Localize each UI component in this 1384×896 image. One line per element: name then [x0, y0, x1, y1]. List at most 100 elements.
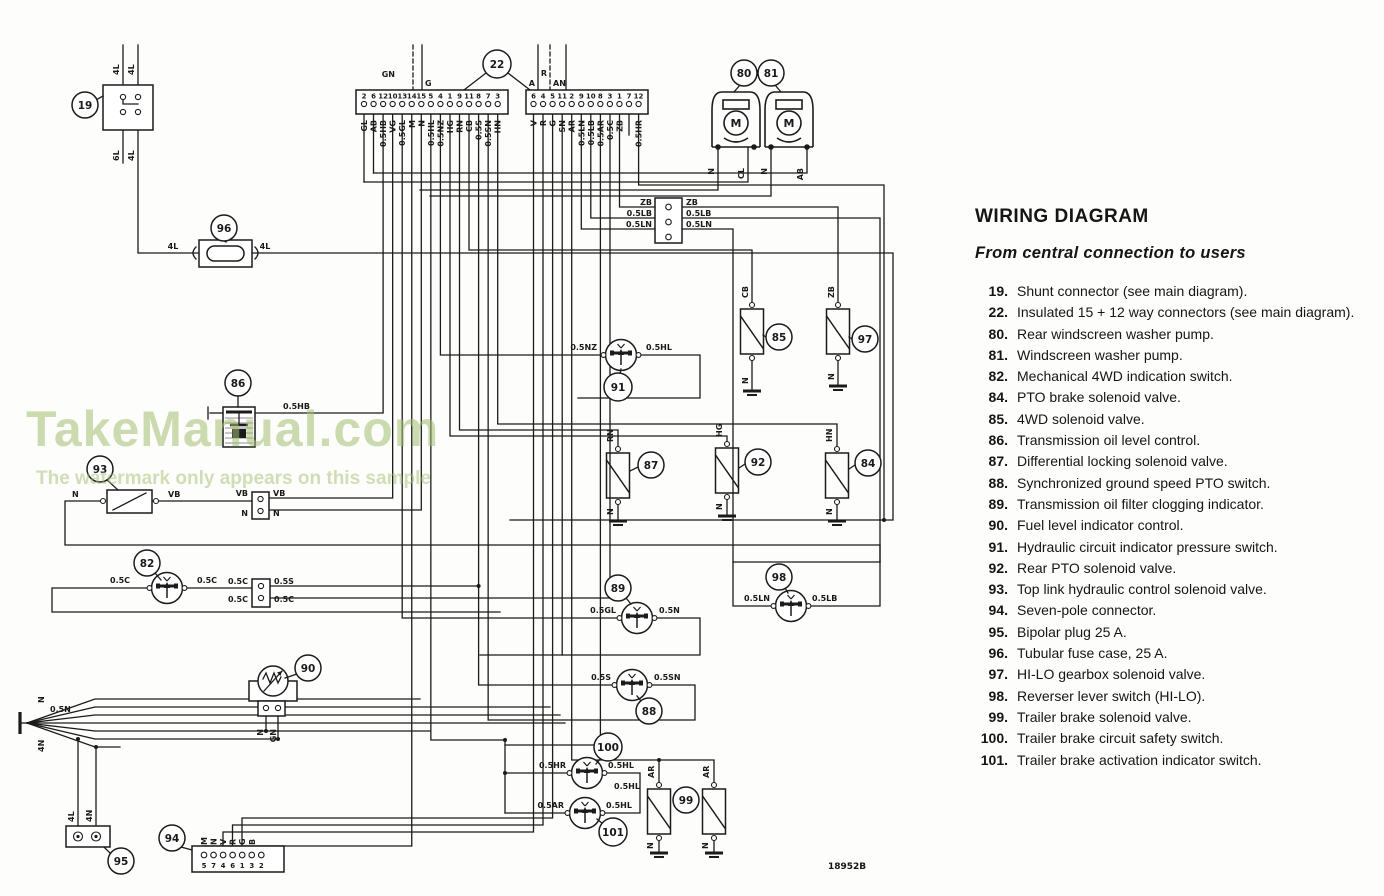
svg-text:6: 6 [230, 862, 235, 870]
connector-pin: 7 N [210, 838, 219, 870]
legend-item-number: 97. [988, 666, 1008, 683]
legend-item: 101. Trailer brake activation indicator … [975, 750, 1380, 771]
connector-12-way: A R AN 6 V 4 R 5 G 11 SN 2 [525, 44, 649, 148]
svg-text:10: 10 [586, 93, 596, 101]
legend-item: 80. Rear windscreen washer pump. [975, 324, 1380, 345]
wire-label: 0.5S [591, 673, 611, 682]
connector-pin: 4 V [219, 838, 228, 870]
callout-99: 99 [672, 786, 700, 814]
callout-81: 81 [757, 59, 785, 93]
svg-text:M: M [200, 837, 209, 845]
callout-93: 93 [86, 455, 119, 491]
svg-text:R: R [539, 120, 548, 126]
callout-19: 19 [71, 91, 104, 119]
wire-label: 0.5C [228, 577, 248, 586]
wire-label: AB [796, 168, 805, 180]
wire-label: 0.5S [274, 577, 294, 586]
svg-text:96: 96 [217, 223, 232, 235]
component-85-4wd-solenoid-valve: CB N [739, 286, 765, 397]
wire-label: N [72, 490, 79, 499]
wire-label: 0.5HB [283, 402, 310, 411]
svg-text:11: 11 [464, 93, 474, 101]
legend-item-label: HI-LO gearbox solenoid valve. [1017, 666, 1206, 683]
callout-101: 101 [596, 817, 628, 847]
legend-item-label: Rear windscreen washer pump. [1017, 325, 1214, 342]
legend-item: 99. Trailer brake solenoid valve. [975, 707, 1380, 728]
component-100-trailer-brake-safety-switch: 0.5HR 0.5HL 0.5HL [539, 756, 640, 791]
svg-text:93: 93 [93, 464, 108, 476]
legend-item-number: 95. [988, 623, 1008, 640]
connector-pin: 5 0.5HL [427, 93, 436, 146]
svg-text:0.5SN: 0.5SN [484, 120, 493, 147]
svg-text:12: 12 [378, 93, 388, 101]
legend-panel: WIRING DIAGRAM From central connection t… [975, 206, 1380, 771]
svg-text:12: 12 [634, 93, 644, 101]
legend-item-label: Mechanical 4WD indication switch. [1017, 368, 1233, 385]
legend-item-label: Transmission oil filter clogging indicat… [1017, 495, 1264, 512]
svg-text:99: 99 [679, 795, 694, 807]
legend-item: 86. Transmission oil level control. [975, 430, 1380, 451]
legend-list: 19. Shunt connector (see main diagram). … [975, 281, 1380, 771]
wire-label: 0.5HL [614, 782, 640, 791]
svg-text:R: R [229, 839, 238, 845]
wire-label: A [529, 79, 536, 88]
svg-text:HN: HN [494, 120, 503, 133]
legend-item-label: Transmission oil level control. [1017, 432, 1201, 449]
svg-text:0.5LN: 0.5LN [577, 120, 586, 146]
svg-text:SN: SN [558, 120, 567, 132]
wire-label: 4N [37, 740, 46, 752]
wire-label: G [425, 79, 432, 88]
legend-item-number: 85. [988, 410, 1008, 427]
wire-label: N [606, 508, 615, 515]
wire-label: N [825, 508, 834, 515]
wire-label: 0.5N [659, 606, 680, 615]
svg-text:1: 1 [617, 93, 622, 101]
connector-pin: 13 0.5GL [397, 93, 407, 146]
component-88-ground-speed-pto-switch: 0.5S 0.5SN [591, 668, 681, 702]
callout-90: 90 [284, 654, 322, 682]
svg-text:7: 7 [486, 93, 491, 101]
svg-text:84: 84 [861, 458, 876, 470]
wire-label: VB [273, 489, 285, 498]
legend-item-number: 88. [988, 474, 1008, 491]
wire-label: GN [269, 729, 278, 742]
connector-pin: 5 G [549, 93, 558, 127]
svg-text:N: N [210, 838, 219, 845]
component-97-hilo-solenoid-valve: ZB N [825, 286, 851, 392]
svg-text:87: 87 [644, 460, 659, 472]
svg-text:95: 95 [114, 856, 129, 868]
svg-text:4: 4 [221, 862, 226, 870]
component-87-diff-lock-solenoid-valve: RN N [605, 429, 631, 527]
component-99-trailer-brake-solenoid-valves: AR AR N N [646, 766, 727, 859]
svg-text:81: 81 [764, 68, 779, 80]
component-92-rear-pto-solenoid-valve: HG N [714, 424, 740, 522]
connector-pin: 12 0.5HR [634, 93, 644, 148]
legend-item-label: Hydraulic circuit indicator pressure swi… [1017, 538, 1278, 555]
svg-text:RN: RN [456, 120, 465, 133]
legend-item: 95. Bipolar plug 25 A. [975, 622, 1380, 643]
connector-pin: 2 GL [360, 93, 369, 132]
svg-text:9: 9 [579, 93, 584, 101]
legend-item: 91. Hydraulic circuit indicator pressure… [975, 537, 1380, 558]
callout-98: 98 [765, 563, 793, 594]
legend-item-label: Trailer brake solenoid valve. [1017, 708, 1192, 725]
connector-pin: 9 0.5LN [577, 93, 586, 146]
connector-pin: 8 0.5S [475, 93, 484, 140]
callout-80: 80 [730, 59, 758, 93]
svg-text:7: 7 [211, 862, 216, 870]
legend-item-label: Reverser lever switch (HI-LO). [1017, 687, 1206, 704]
svg-text:92: 92 [751, 457, 766, 469]
legend-item-label: Shunt connector (see main diagram). [1017, 283, 1248, 299]
connector-pin: 3 B [248, 839, 257, 870]
wire-label: RN [606, 429, 615, 442]
legend-item-label: Differential locking solenoid valve. [1017, 453, 1228, 470]
connector-pin: 11 SN [557, 93, 567, 133]
svg-text:10: 10 [388, 93, 398, 101]
connector-pin: 4 R [539, 93, 548, 127]
legend-item: 81. Windscreen washer pump. [975, 345, 1380, 366]
wire-label: ZB [640, 198, 652, 207]
legend-item-number: 86. [988, 432, 1008, 449]
svg-text:0.5HR: 0.5HR [635, 120, 644, 147]
legend-item-number: 87. [988, 453, 1008, 470]
svg-text:N: N [417, 120, 426, 127]
